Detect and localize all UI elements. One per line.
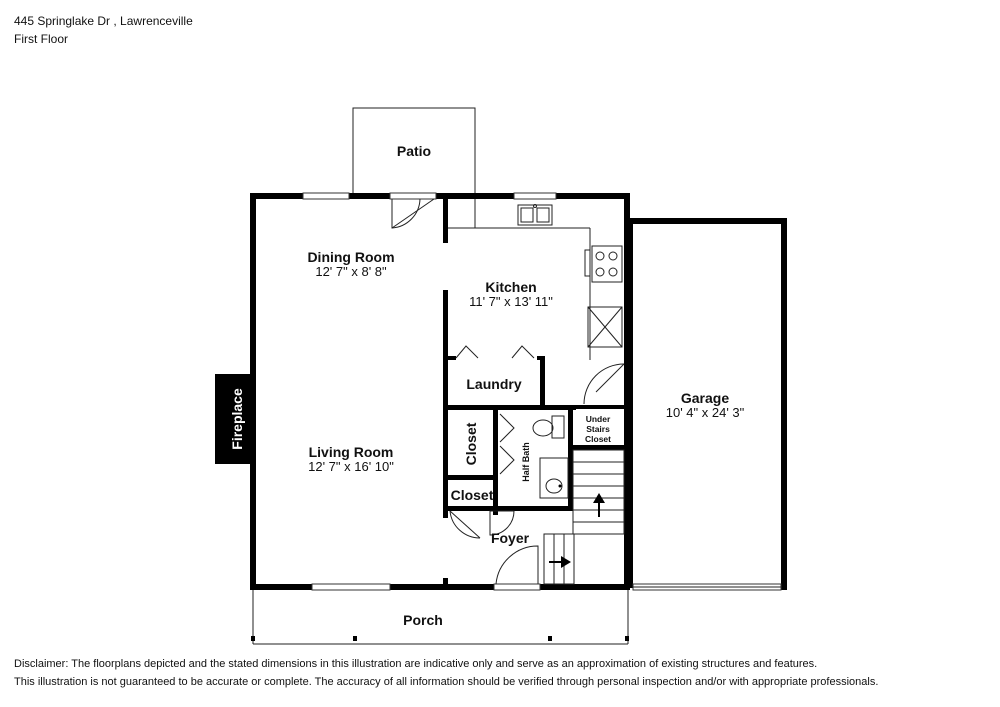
refrigerator-icon bbox=[587, 306, 623, 348]
garage-dimensions: 10' 4" x 24' 3" bbox=[666, 405, 745, 420]
porch-label: Porch bbox=[403, 612, 443, 628]
patio-door-opening bbox=[389, 192, 437, 200]
vanity-sink-icon bbox=[539, 457, 569, 499]
stairs-up-arrow-icon bbox=[593, 493, 605, 517]
dining-room-label: Dining Room bbox=[307, 249, 394, 265]
dining-room-dimensions: 12' 7" x 8' 8" bbox=[315, 264, 387, 279]
dining-window bbox=[302, 192, 350, 200]
closet-lower-label: Closet bbox=[451, 487, 494, 503]
laundry-label: Laundry bbox=[466, 376, 521, 392]
living-room-dimensions: 12' 7" x 16' 10" bbox=[308, 459, 394, 474]
living-window bbox=[311, 583, 391, 591]
porch-outline bbox=[251, 590, 629, 645]
under-stairs-line2: Stairs bbox=[586, 424, 610, 434]
door-swings bbox=[391, 198, 625, 585]
kitchen-window bbox=[513, 192, 557, 200]
kitchen-dimensions: 11' 7" x 13' 11" bbox=[469, 294, 553, 309]
under-stairs-line3: Closet bbox=[585, 434, 611, 444]
kitchen-sink-icon bbox=[517, 204, 553, 226]
disclaimer-line-2: This illustration is not guaranteed to b… bbox=[14, 676, 879, 688]
closet-upper-label: Closet bbox=[463, 422, 479, 465]
kitchen-label: Kitchen bbox=[485, 279, 536, 295]
stairs bbox=[543, 449, 625, 585]
living-room-label: Living Room bbox=[309, 444, 394, 460]
stairs-right-arrow-icon bbox=[549, 556, 571, 568]
fireplace-label: Fireplace bbox=[229, 388, 245, 450]
half-bath-label: Half Bath bbox=[521, 442, 531, 482]
patio-label: Patio bbox=[397, 143, 431, 159]
disclaimer-line-1: Disclaimer: The floorplans depicted and … bbox=[14, 658, 818, 670]
interior-walls bbox=[443, 199, 627, 584]
foyer-label: Foyer bbox=[491, 530, 530, 546]
garage-label: Garage bbox=[681, 390, 729, 406]
toilet-icon bbox=[532, 415, 565, 439]
fireplace-block bbox=[215, 374, 253, 464]
address-text: 445 Springlake Dr , Lawrenceville bbox=[14, 14, 193, 28]
floor-label: First Floor bbox=[14, 32, 68, 46]
stove-icon bbox=[584, 245, 623, 283]
under-stairs-line1: Under bbox=[586, 414, 611, 424]
front-door-opening bbox=[493, 583, 541, 591]
